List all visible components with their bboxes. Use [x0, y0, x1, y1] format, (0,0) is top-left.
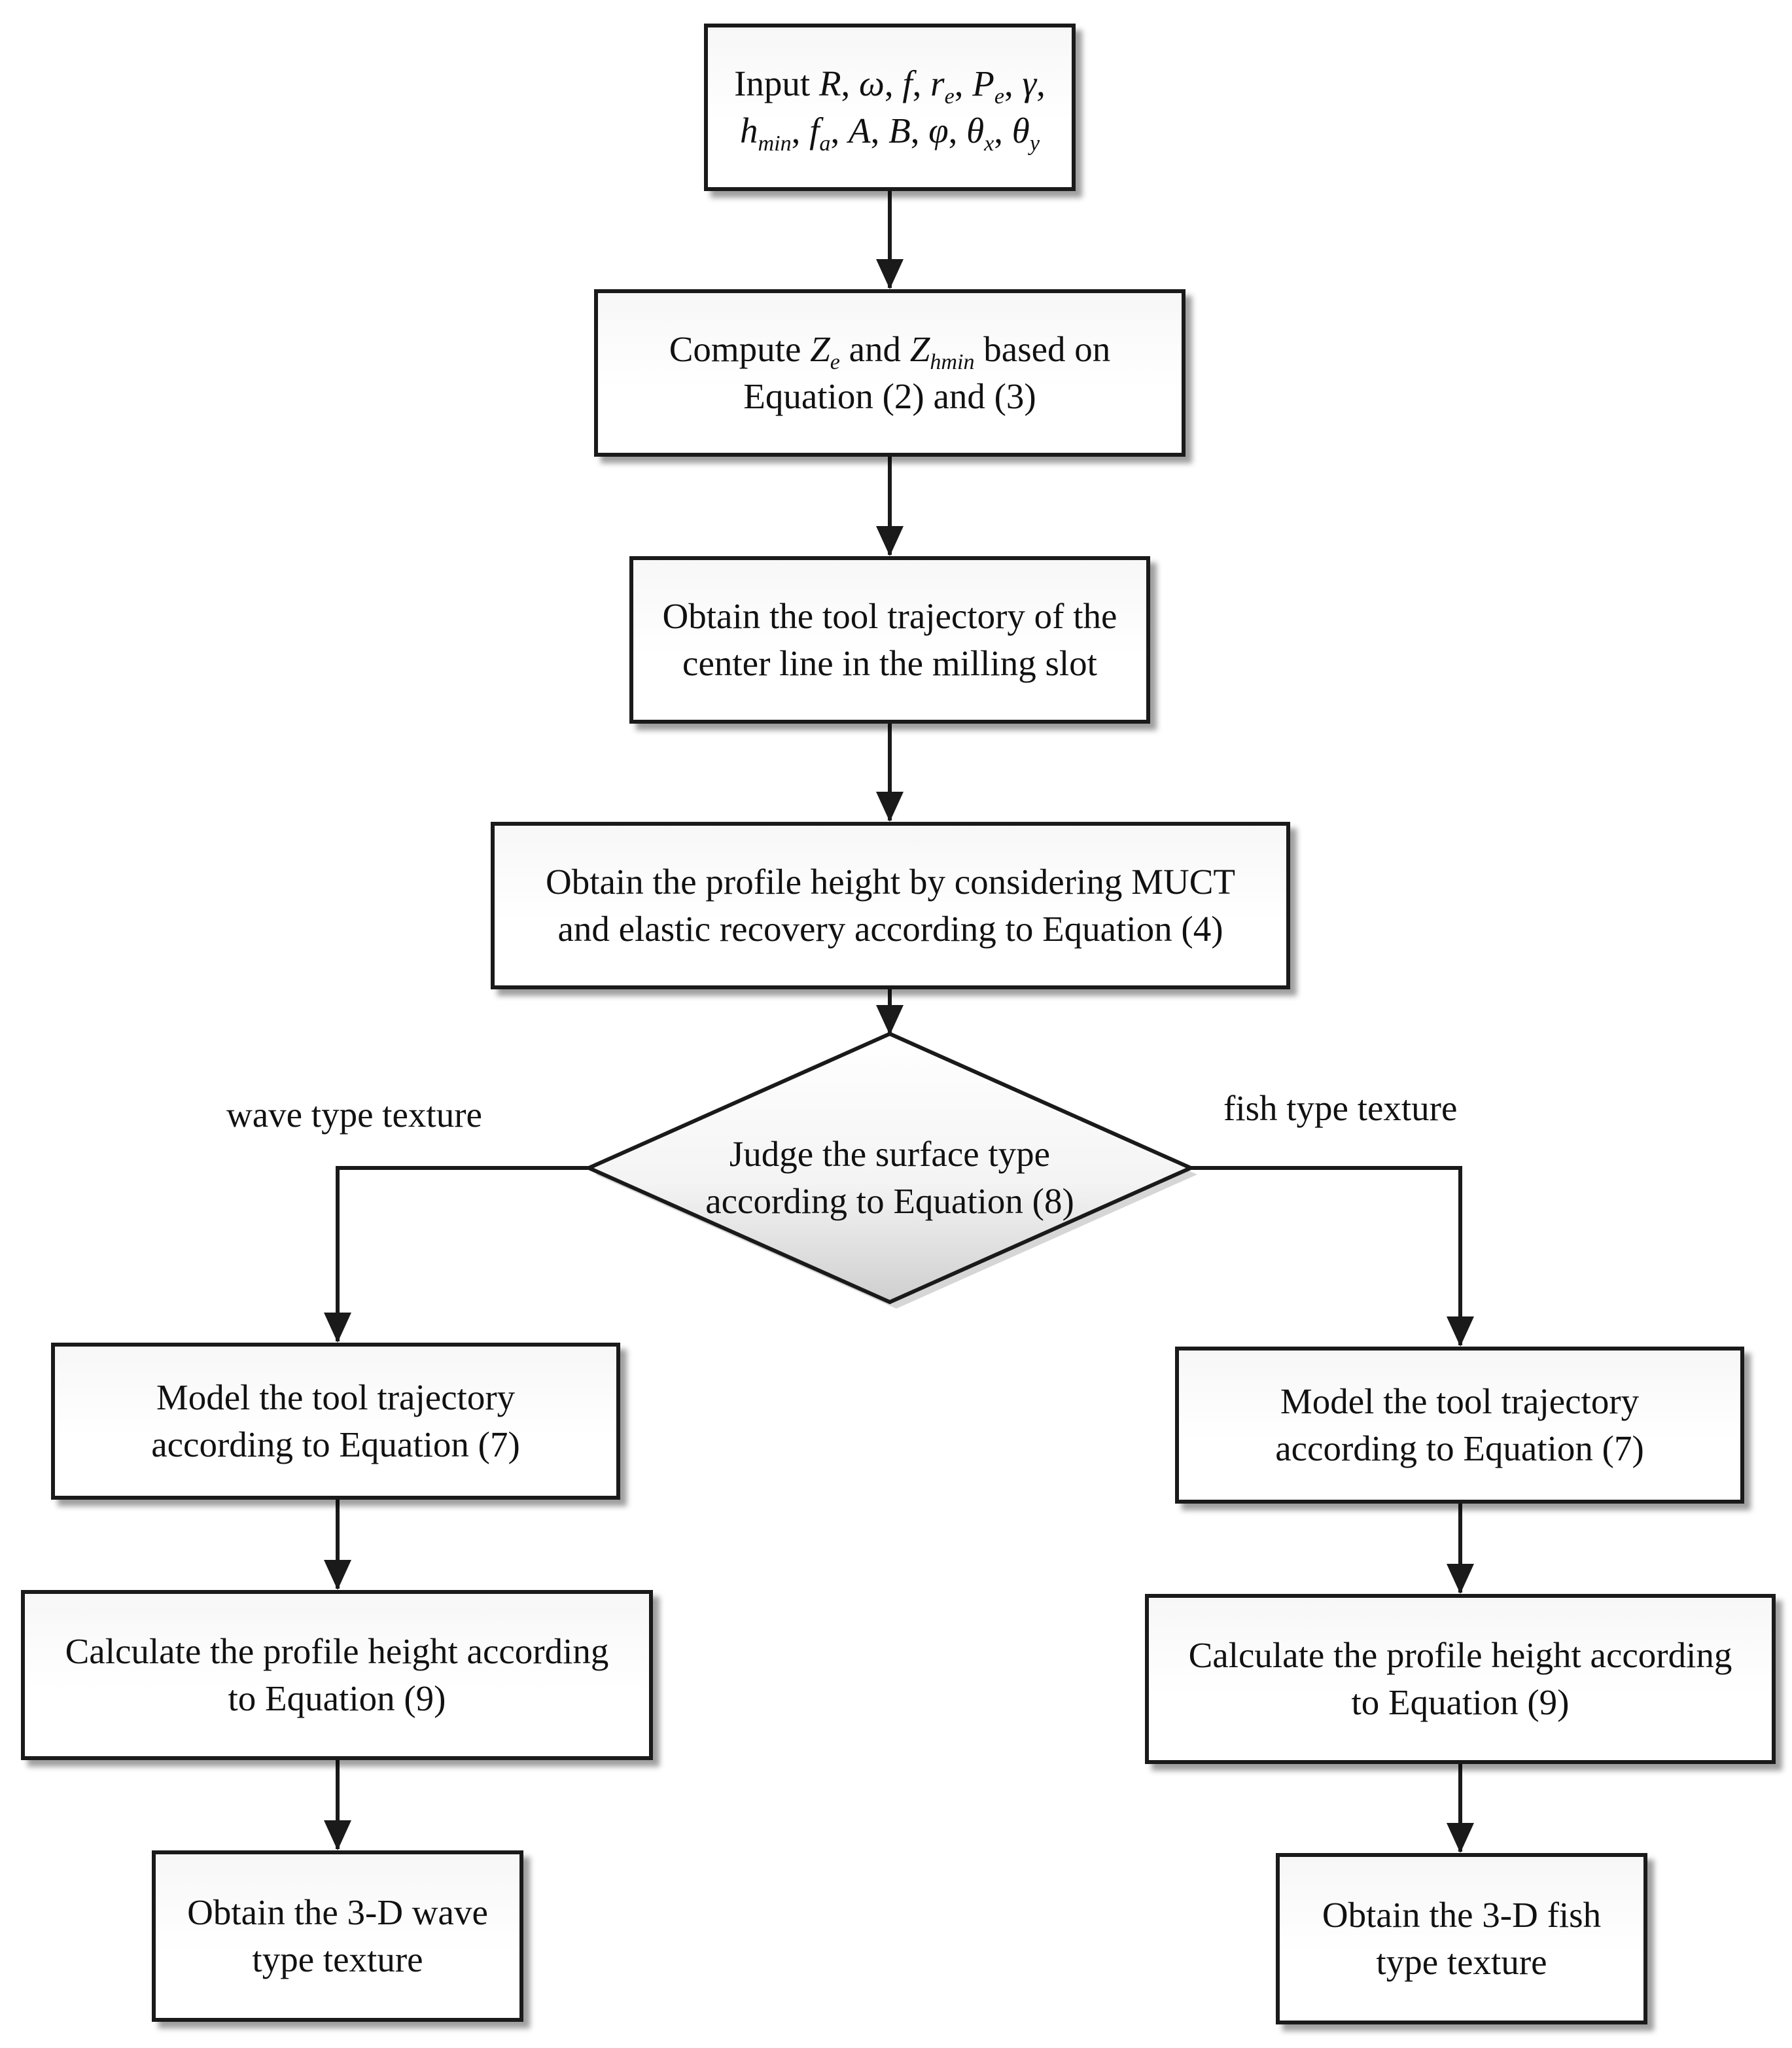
branch-label-fish: fish type texture — [1223, 1088, 1458, 1128]
symbol-f: f — [902, 63, 913, 103]
symbol-phi: φ — [928, 111, 949, 150]
decision-line-1: Judge the surface type — [729, 1134, 1051, 1174]
compute-line-2: Equation (2) and (3) — [743, 376, 1036, 416]
symbol-f-a: fa — [809, 111, 831, 156]
compute-line-1: Compute Ze and Zhmin based on — [669, 329, 1111, 374]
right-model-line-2: according to Equation (7) — [1275, 1428, 1644, 1468]
profile-line-1: Obtain the profile height by considering… — [546, 862, 1235, 902]
symbol-h-min: hmin — [740, 111, 792, 156]
right-result-line-2: type texture — [1376, 1942, 1547, 1982]
left-result-line-2: type texture — [252, 1939, 423, 1979]
left-result-box: Obtain the 3-D wave type texture — [152, 1850, 523, 2022]
left-calc-line-1: Calculate the profile height according — [65, 1631, 609, 1671]
input-line-1: Input R, ω, f, re, Pe, γ, — [734, 63, 1045, 109]
trajectory-line-1: Obtain the tool trajectory of the — [662, 596, 1117, 636]
symbol-Z-e: Ze — [810, 329, 840, 374]
left-calc-profile-box: Calculate the profile height according t… — [21, 1590, 653, 1760]
left-result-line-1: Obtain the 3-D wave — [187, 1892, 488, 1932]
right-calc-line-1: Calculate the profile height according — [1188, 1635, 1732, 1675]
symbol-omega: ω — [859, 63, 885, 103]
symbol-A: A — [848, 111, 871, 150]
input-line-2: hmin, fa, A, B, φ, θx, θy — [740, 111, 1040, 156]
left-model-trajectory-box: Model the tool trajectory according to E… — [51, 1343, 620, 1500]
symbol-r-e: re — [930, 63, 955, 109]
profile-height-box: Obtain the profile height by considering… — [491, 822, 1290, 989]
compute-box: Compute Ze and Zhmin based on Equation (… — [594, 289, 1186, 457]
symbol-B: B — [888, 111, 911, 150]
left-calc-line-2: to Equation (9) — [228, 1678, 446, 1718]
right-model-line-1: Model the tool trajectory — [1280, 1381, 1640, 1421]
symbol-theta-x: θx — [966, 111, 994, 156]
symbol-Z-hmin: Zhmin — [909, 329, 975, 374]
arrow-decision-to-right-branch — [1191, 1166, 1474, 1347]
symbol-theta-y: θy — [1011, 111, 1040, 156]
decision-line-2: according to Equation (8) — [705, 1181, 1074, 1221]
right-calc-line-2: to Equation (9) — [1351, 1682, 1570, 1722]
branch-label-wave: wave type texture — [226, 1095, 482, 1135]
symbol-P-e: Pe — [972, 63, 1004, 109]
left-model-line-2: according to Equation (7) — [151, 1424, 520, 1464]
right-result-box: Obtain the 3-D fish type texture — [1276, 1853, 1647, 2024]
right-model-trajectory-box: Model the tool trajectory according to E… — [1175, 1347, 1744, 1504]
right-calc-profile-box: Calculate the profile height according t… — [1145, 1594, 1776, 1764]
trajectory-line-2: center line in the milling slot — [682, 643, 1097, 683]
decision-diamond — [584, 1031, 1196, 1305]
center-line-trajectory-box: Obtain the tool trajectory of the center… — [629, 556, 1150, 724]
symbol-gamma: γ — [1022, 63, 1037, 103]
input-prefix: Input — [734, 63, 811, 103]
decision-text: Judge the surface type according to Equa… — [589, 1112, 1191, 1243]
right-result-line-1: Obtain the 3-D fish — [1322, 1895, 1602, 1935]
input-parameters-box: Input R, ω, f, re, Pe, γ, hmin, fa, A, B… — [704, 24, 1076, 191]
symbol-R: R — [818, 63, 841, 103]
arrow-decision-to-left-branch — [324, 1166, 589, 1343]
profile-line-2: and elastic recovery according to Equati… — [557, 909, 1223, 949]
left-model-line-1: Model the tool trajectory — [156, 1377, 516, 1417]
